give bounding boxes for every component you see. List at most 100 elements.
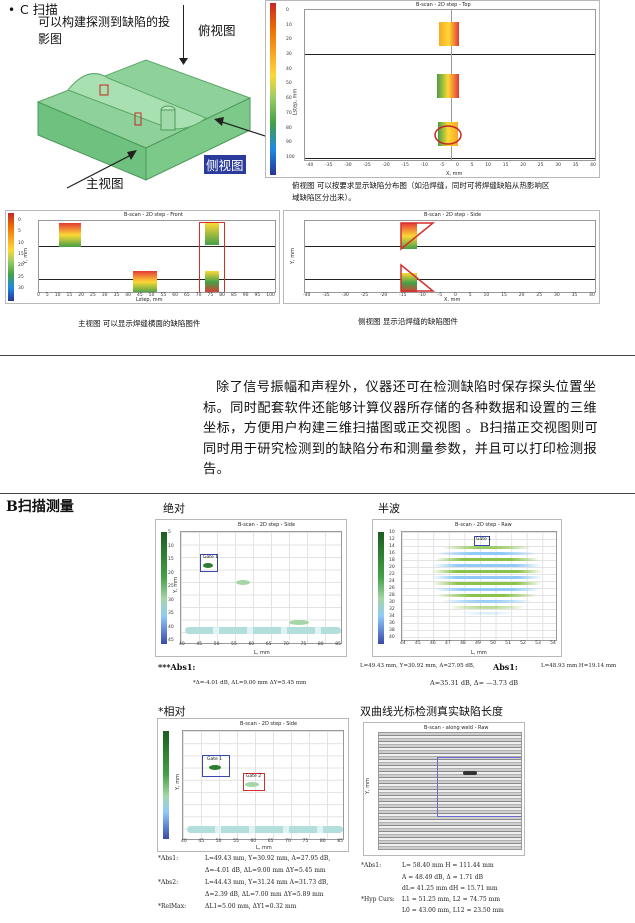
relative-r1-line1: L=49.43 mm, Y=30.92 mm, A=27.95 dB,: [205, 855, 331, 862]
side-view-label: 侧视图: [204, 155, 246, 174]
tick-label: 50: [215, 839, 222, 844]
bullet: •: [8, 3, 16, 17]
hyperbola-chart-title: B-scan - along weld - Raw: [424, 725, 489, 731]
tick-label: 15: [502, 163, 509, 168]
absolute-colorbar: [161, 532, 167, 644]
front-view-arrow: [66, 150, 137, 189]
echo-3: [289, 620, 309, 625]
relative-r2-line2: Δ=2.39 dB, ΔL=7.00 mm ΔY=5.89 mm: [205, 891, 324, 898]
tick-label: 0: [18, 218, 21, 223]
front-view-label: 主视图: [86, 176, 124, 191]
tick-label: 75: [300, 642, 307, 647]
relative-colorbar: [163, 731, 169, 839]
tick-label: -35: [322, 293, 330, 298]
tick-label: 40: [589, 293, 595, 298]
front-view-panel: B-scan - 2D step - Front Y, mm Lstep, mm: [5, 210, 280, 304]
tick-label: 5: [468, 293, 472, 298]
tick-label: 16: [389, 551, 395, 556]
side-view-ylabel: Y, mm: [289, 248, 296, 264]
tick-label: 60: [172, 293, 179, 298]
tick-label: 0: [286, 8, 289, 13]
half-wave-readout-line1: L=49.43 mm, Y=30.92 mm, A=27.95 dB,: [360, 663, 475, 669]
tick-label: 40: [286, 66, 292, 72]
absolute-chart: B-scan - 2D step - Side Gate 1 Y, mm L, …: [155, 519, 347, 657]
tick-label: -20: [382, 163, 390, 168]
divider-top: [0, 355, 635, 356]
top-view-label: 俯视图: [198, 23, 236, 38]
tick-label: 25: [536, 293, 543, 298]
top-view-xlabel: X, mm: [446, 171, 463, 177]
top-defect-2: [437, 74, 459, 98]
absolute-readout-name: ***Abs1:: [158, 662, 196, 672]
tick-label: 34: [389, 614, 395, 619]
tick-label: 25: [90, 293, 96, 298]
tick-label: 85: [335, 642, 341, 647]
tick-label: 22: [389, 572, 395, 577]
tick-label: 52: [520, 641, 526, 646]
relative-echo-row: [187, 826, 343, 833]
tick-label: 50: [148, 293, 155, 298]
side-view-plot-title: B-scan - 2D step - Side: [424, 212, 482, 218]
tick-label: 5: [470, 163, 474, 168]
divider-section: [0, 493, 635, 494]
tick-label: 20: [389, 565, 395, 570]
half-wave-plot-area: Gate 1: [401, 531, 557, 641]
relative-plot-area: Gate 1 Gate 2: [182, 730, 344, 840]
c-scan-figure: • C 扫描 可以构建探测到缺陷的投影图 俯视图 侧视图 主视图 B-scan …: [0, 0, 600, 330]
front-view-plot-area: [38, 220, 276, 293]
top-view-colorbar: [270, 3, 276, 175]
tick-label: 40: [125, 293, 132, 298]
tick-label: 10: [485, 163, 491, 168]
tick-label: -10: [420, 163, 429, 168]
hyperbola-label: 双曲线光标检测真实缺陷长度: [360, 705, 503, 718]
tick-label: 25: [168, 584, 174, 589]
tick-label: 5: [18, 229, 21, 235]
c-scan-title: C 扫描: [20, 2, 58, 17]
top-view-arrow: [183, 5, 184, 61]
tick-label: 10: [389, 530, 395, 535]
half-wave-chart-title: B-scan - 2D step - Raw: [455, 522, 512, 528]
tick-label: 90: [242, 293, 249, 298]
tick-label: -25: [360, 293, 369, 298]
front-defect-1: [59, 223, 81, 247]
absolute-readout-delta: *Δ=-4.01 dB, ΔL=9.00 mm ΔY=5.45 mm: [193, 680, 307, 686]
side-view-plot-area: [304, 220, 596, 293]
tick-label: -5: [437, 293, 443, 298]
absolute-xlabel: L, mm: [254, 650, 270, 656]
tick-label: 75: [207, 293, 214, 298]
relative-gate-1-label: Gate 1: [207, 757, 223, 762]
absolute-label: 绝对: [163, 502, 185, 515]
tick-label: 15: [18, 251, 24, 257]
relative-r2-name: *Abs2:: [158, 879, 179, 886]
relative-echo-1: [209, 765, 221, 770]
tick-label: 30: [553, 293, 560, 298]
half-wave-readout-right: L=48.93 mm H=19.14 mm: [541, 663, 617, 669]
tick-label: 49: [475, 641, 481, 646]
echo-row: [185, 627, 341, 634]
relative-gate-2-box: [243, 773, 265, 791]
tick-label: 0: [454, 293, 457, 298]
tick-label: 60: [248, 642, 255, 647]
tick-label: 65: [267, 839, 274, 844]
side-view-caption: 侧视图 显示沿焊缝的缺陷图件: [358, 317, 458, 326]
tick-label: 0: [456, 163, 459, 168]
tick-label: -30: [341, 293, 349, 298]
tick-label: 65: [184, 293, 190, 298]
tick-label: 80: [286, 125, 292, 131]
tick-label: 12: [389, 537, 395, 542]
tick-label: 85: [337, 839, 343, 844]
half-wave-gate-box: [474, 536, 490, 546]
tick-label: 36: [389, 621, 395, 626]
tick-label: -25: [363, 163, 371, 168]
tick-label: 40: [389, 635, 395, 640]
tick-label: -15: [401, 163, 409, 168]
tick-label: 45: [196, 642, 203, 647]
tick-label: 60: [250, 839, 257, 844]
tick-label: 38: [389, 628, 395, 633]
